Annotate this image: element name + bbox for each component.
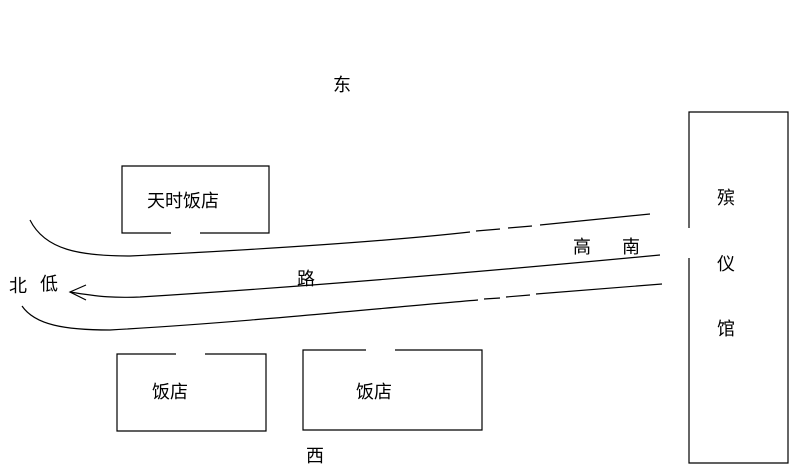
road-label: 路 [297, 269, 315, 290]
funeral-home-char-1: 殡 [717, 188, 735, 209]
lower-middle-hotel-outline [302, 349, 483, 431]
road-lower-edge [21, 283, 663, 331]
tianshi-hotel-label: 天时饭店 [147, 191, 219, 212]
road-upper-edge [29, 213, 651, 257]
lower-left-hotel-label: 饭店 [152, 382, 188, 403]
north-label: 北 [9, 276, 27, 297]
high-label: 高 [573, 237, 591, 258]
lower-left-hotel-outline [116, 353, 267, 432]
south-label: 南 [622, 237, 640, 258]
funeral-home [688, 111, 789, 464]
funeral-home-outline [688, 111, 789, 464]
lower-middle-hotel-label: 饭店 [356, 382, 392, 403]
funeral-home-char-2: 仪 [717, 254, 735, 275]
lower-middle-hotel [302, 349, 483, 431]
arrow-head [68, 284, 87, 301]
road-center-arrow [68, 254, 661, 301]
low-label: 低 [40, 274, 58, 295]
funeral-home-char-3: 馆 [717, 319, 735, 340]
tianshi-hotel [121, 165, 270, 234]
tianshi-hotel-outline [121, 165, 270, 234]
east-label: 东 [333, 75, 351, 96]
west-label: 西 [306, 446, 324, 467]
lower-left-hotel [116, 353, 267, 432]
